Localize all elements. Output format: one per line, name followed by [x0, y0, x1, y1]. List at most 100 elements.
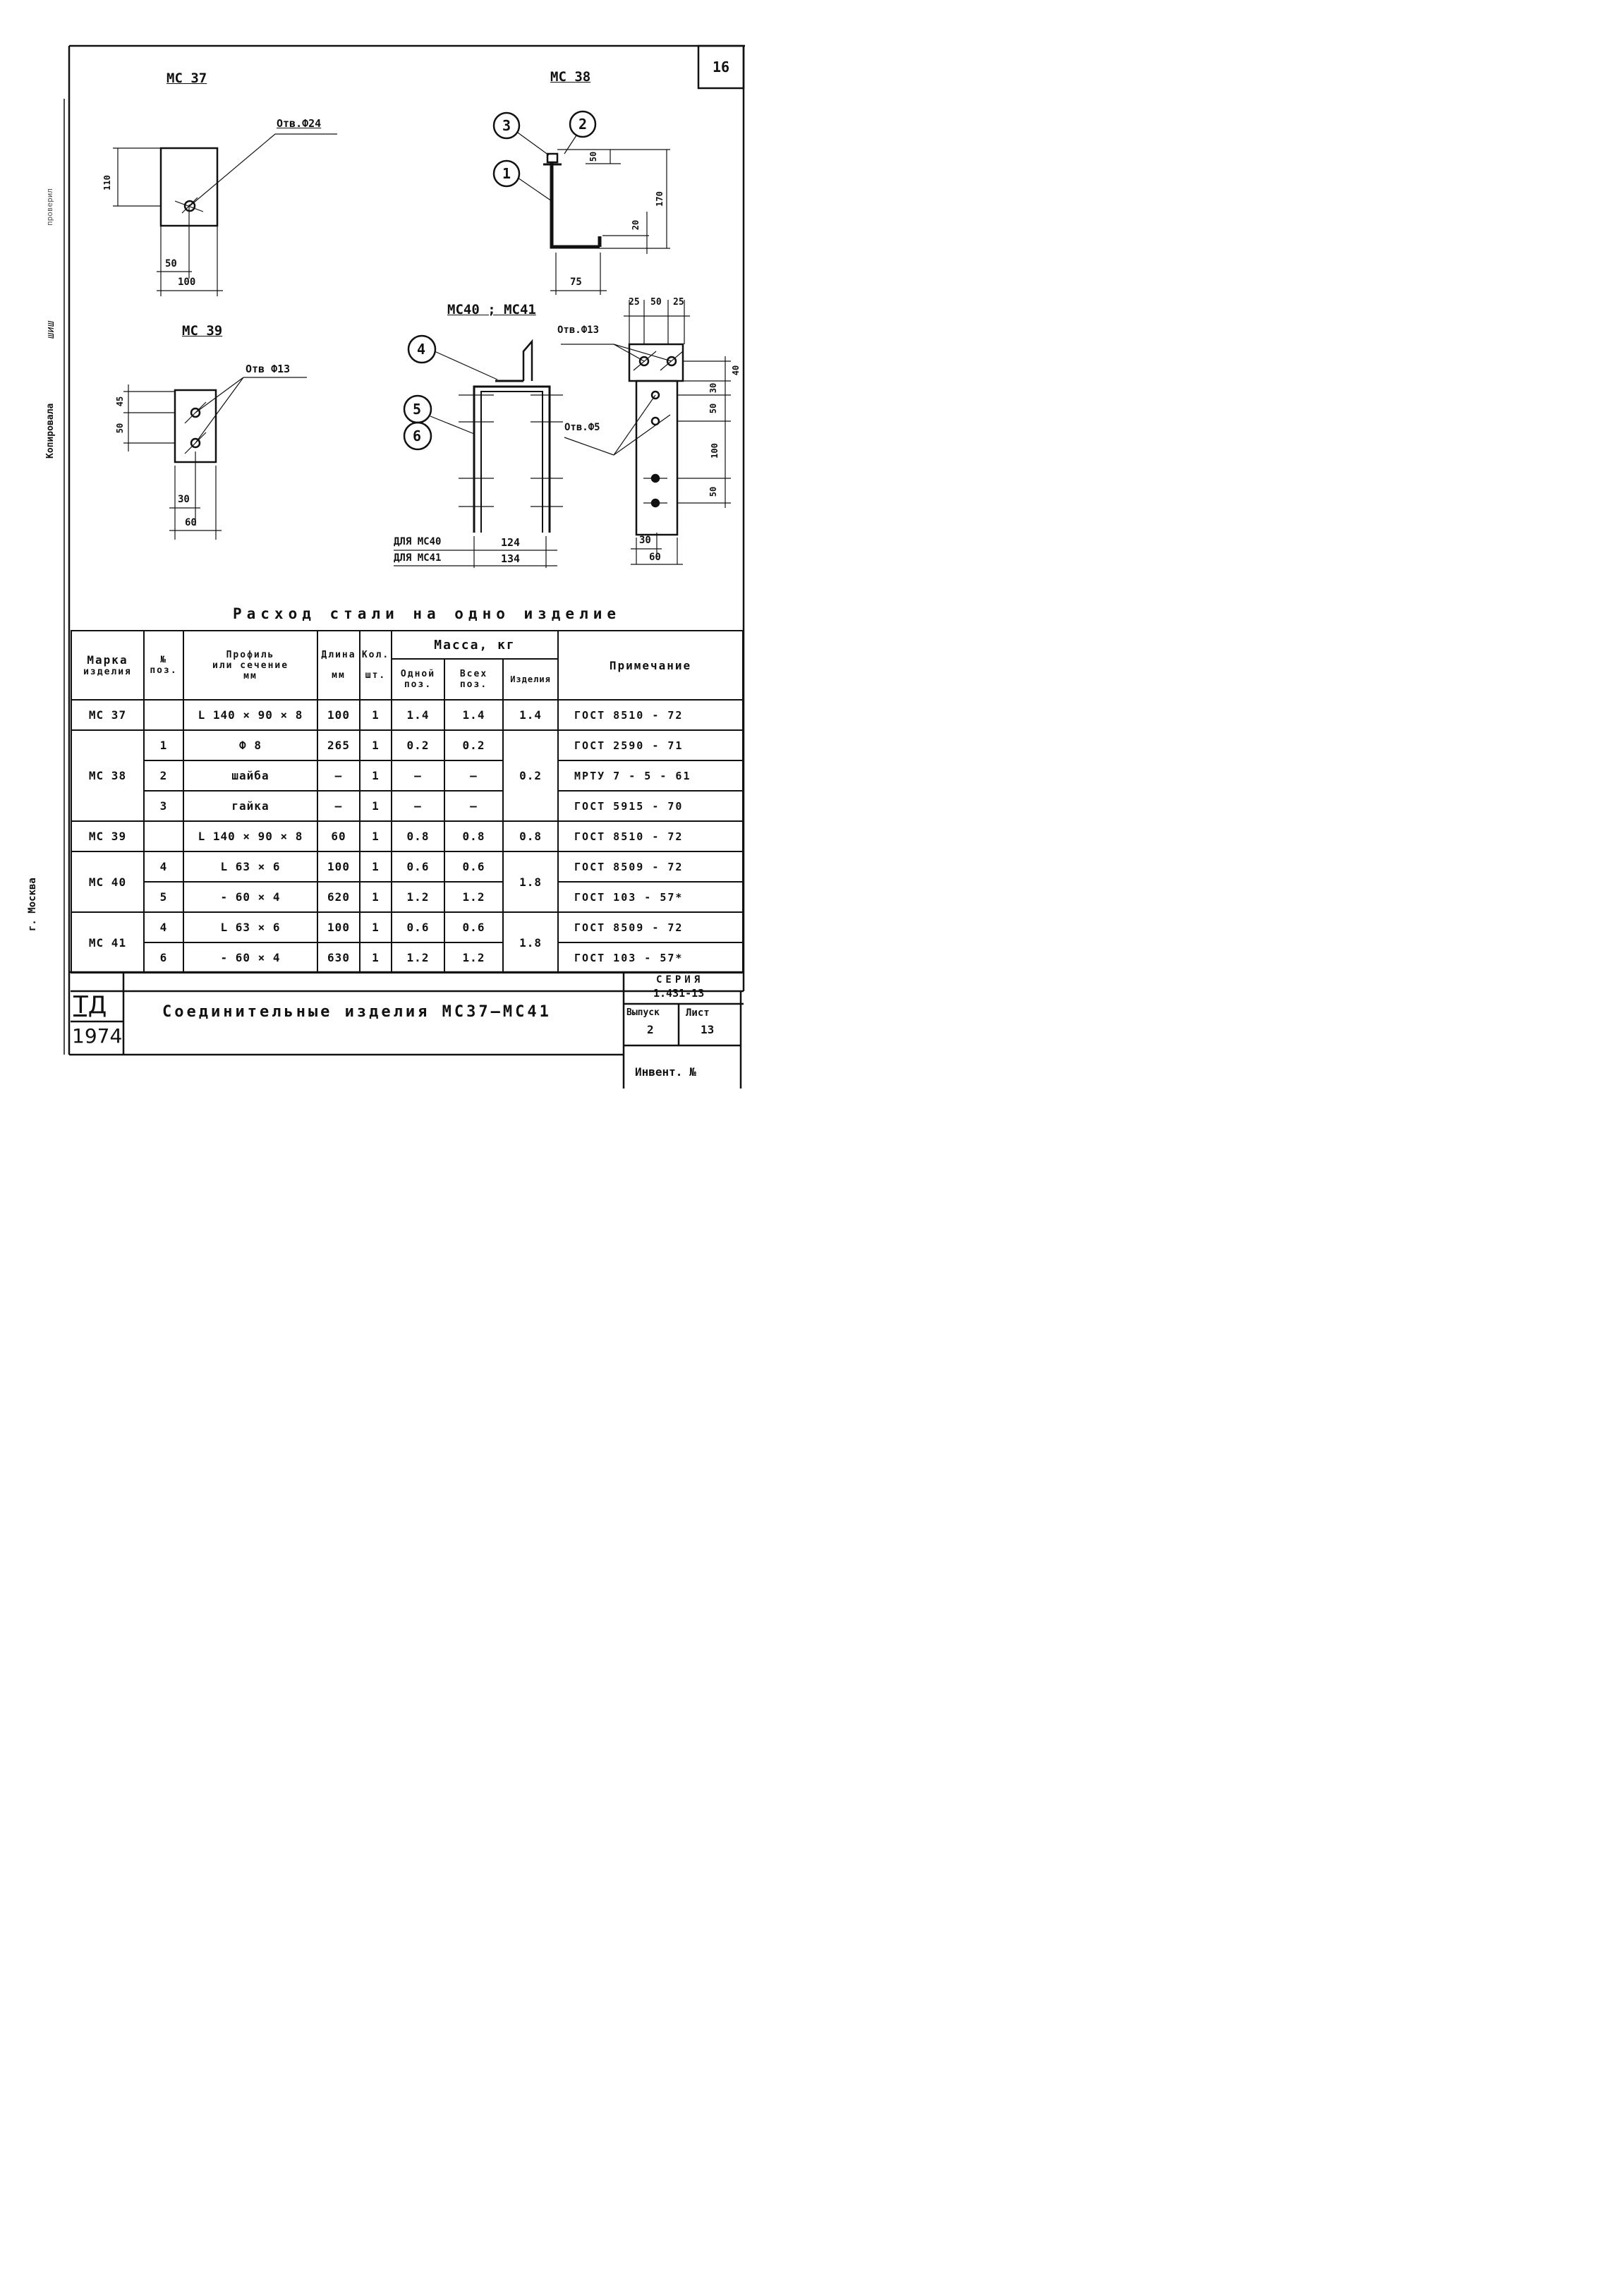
cell-length: 100 — [317, 911, 360, 943]
cell-mass-all: 1.2 — [444, 942, 504, 974]
margin-city: г. Москва — [27, 878, 38, 931]
mc38-callout-1: 1 — [502, 165, 511, 182]
cell-length: 265 — [317, 729, 360, 761]
cell-mass-all: — — [444, 760, 504, 792]
header-mass-one: Одной поз. — [391, 658, 445, 701]
cell-profile: L 140 × 90 × 8 — [183, 699, 318, 731]
mc38-dim-width: 75 — [570, 277, 582, 288]
cell-mass-one: 1.2 — [391, 942, 445, 974]
mc40-callout-5: 5 — [413, 401, 422, 418]
cell-qty: 1 — [359, 790, 392, 822]
table-row: МС 37 L 140 × 90 × 8 100 1 1.4 1.4 1.4 Г… — [71, 699, 744, 731]
mc40-callout-4: 4 — [417, 341, 426, 358]
mc40-41-title: МС40 ; МС41 — [447, 302, 536, 317]
mc40-side-dim-5: 50 — [708, 486, 719, 497]
inventory-label: Инвент. № — [635, 1065, 696, 1079]
header-profile-line3: мм — [243, 670, 257, 681]
for-mc40-label: ДЛЯ МС40 — [394, 536, 442, 547]
header-mass-all-line2: поз. — [459, 679, 488, 690]
header-mass-one-line1: Одной — [400, 669, 436, 679]
cell-mark: МС 38 — [71, 729, 145, 822]
cell-note: ГОСТ 8510 - 72 — [557, 820, 744, 852]
cell-mass-one: 0.8 — [391, 820, 445, 852]
cell-mass-one: 0.2 — [391, 729, 445, 761]
mc40-side-dim-4: 100 — [709, 443, 720, 459]
mc39-dim-full: 60 — [185, 517, 197, 528]
cell-pos: 3 — [143, 790, 184, 822]
header-profile: Профиль или сечение мм — [183, 630, 318, 701]
cell-pos: 6 — [143, 942, 184, 974]
mc39-dim-half: 30 — [178, 494, 190, 505]
cell-length: 630 — [317, 942, 360, 974]
header-qty-line1: Кол. — [361, 650, 390, 660]
year: 1974 — [72, 1024, 123, 1048]
cell-mass-all: 0.8 — [444, 820, 504, 852]
drawing-sheet: 16 МС 37 Отв.Ф24 110 50 100 МС 38 3 2 1 … — [0, 0, 779, 1101]
cell-profile: - 60 × 4 — [183, 942, 318, 974]
series-label: СЕРИЯ — [656, 974, 704, 986]
cell-length: 100 — [317, 699, 360, 731]
cell-length: — — [317, 790, 360, 822]
mc40-side-dim-1: 40 — [731, 365, 741, 376]
series-value: 1.431-13 — [653, 987, 705, 1000]
mc40-hole-large: Отв.Ф13 — [557, 325, 600, 336]
for-mc41-value: 134 — [501, 552, 521, 565]
cell-pos: 2 — [143, 760, 184, 792]
cell-qty: 1 — [359, 881, 392, 913]
header-profile-line1: Профиль — [226, 649, 275, 660]
cell-length: 60 — [317, 820, 360, 852]
cell-mass-all: — — [444, 790, 504, 822]
cell-note: ГОСТ 8510 - 72 — [557, 699, 744, 731]
cell-mark: МС 40 — [71, 851, 145, 913]
table-title: Расход стали на одно изделие — [233, 605, 622, 622]
cell-profile: шайба — [183, 760, 318, 792]
cell-length: — — [317, 760, 360, 792]
cell-pos: 4 — [143, 911, 184, 943]
cell-mass-item: 1.4 — [502, 699, 559, 731]
header-note: Примечание — [557, 630, 744, 701]
cell-profile: L 140 × 90 × 8 — [183, 820, 318, 852]
cell-note: МРТУ 7 - 5 - 61 — [557, 760, 744, 792]
cell-mass-all: 0.6 — [444, 911, 504, 943]
cell-qty: 1 — [359, 729, 392, 761]
cell-mass-all: 0.6 — [444, 851, 504, 883]
document-title: Соединительные изделия МС37—МС41 — [162, 1003, 552, 1021]
header-profile-line2: или сечение — [212, 660, 289, 671]
mc39-hole-label: Отв Ф13 — [246, 363, 291, 375]
table-row: 5 - 60 × 4 620 1 1.2 1.2 ГОСТ 103 - 57* — [71, 881, 744, 913]
header-length: Длина мм — [317, 630, 360, 701]
cell-mark: МС 37 — [71, 699, 145, 731]
mc40-side-dim-3: 50 — [708, 403, 719, 414]
cell-length: 100 — [317, 851, 360, 883]
header-pos-line1: № — [160, 655, 167, 665]
mc38-title: МС 38 — [550, 69, 591, 85]
cell-profile: Ф 8 — [183, 729, 318, 761]
mc37-hole-label: Отв.Ф24 — [277, 117, 322, 130]
sheet-label: Лист — [686, 1007, 710, 1019]
header-length-line2: мм — [332, 670, 346, 681]
cell-qty: 1 — [359, 699, 392, 731]
cell-pos — [143, 820, 184, 852]
header-qty: Кол. шт. — [359, 630, 392, 701]
cell-pos: 1 — [143, 729, 184, 761]
cell-qty: 1 — [359, 820, 392, 852]
mc40-top-dim-1: 25 — [629, 297, 640, 308]
table-row: 6 - 60 × 4 630 1 1.2 1.2 ГОСТ 103 - 57* — [71, 942, 744, 974]
header-mass: Масса, кг — [390, 630, 559, 660]
margin-copied: Копировала — [45, 403, 56, 459]
mc40-top-dim-2: 50 — [650, 297, 662, 308]
header-pos: № поз. — [143, 630, 184, 701]
cell-profile: L 63 × 6 — [183, 911, 318, 943]
mc38-dim-hook: 20 — [631, 219, 641, 231]
cell-qty: 1 — [359, 942, 392, 974]
cell-mass-one: 1.4 — [391, 699, 445, 731]
table-row: МС 41 4 L 63 × 6 100 1 0.6 0.6 1.8 ГОСТ … — [71, 911, 744, 974]
table-row: 3 гайка — 1 — — ГОСТ 5915 - 70 — [71, 790, 744, 822]
cell-mass-one: — — [391, 760, 445, 792]
mc37-title: МС 37 — [166, 71, 207, 86]
header-mass-one-line2: поз. — [404, 679, 432, 690]
org-logo: ТД — [73, 991, 107, 1019]
cell-mass-item: 0.8 — [502, 820, 559, 852]
table-row: МС 39 L 140 × 90 × 8 60 1 0.8 0.8 0.8 ГО… — [71, 820, 744, 852]
mc40-hole-small: Отв.Ф5 — [564, 422, 600, 433]
